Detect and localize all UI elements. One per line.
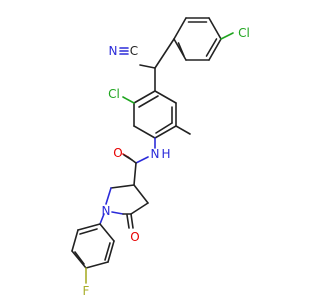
amide-hydrogen-label: H bbox=[161, 147, 170, 161]
molecule-structure: Cl N C Cl N H O N O F bbox=[71, 17, 250, 298]
nitrile-carbon-label: C bbox=[130, 44, 138, 58]
ring-nitrogen-label: N bbox=[102, 204, 111, 218]
nitrile-nitrogen-label: N bbox=[109, 44, 118, 58]
chlorine-atom-label: Cl bbox=[238, 26, 250, 40]
amide-nitrogen-label: N bbox=[151, 147, 160, 161]
amide-oxygen-label: O bbox=[113, 146, 122, 160]
ring-oxygen-label: O bbox=[130, 230, 139, 244]
bond-lines bbox=[71, 17, 234, 284]
chlorine-atom-label: Cl bbox=[108, 87, 120, 101]
atom-labels: Cl N C Cl N H O N O F bbox=[83, 26, 250, 298]
fluorine-atom-label: F bbox=[83, 284, 90, 298]
